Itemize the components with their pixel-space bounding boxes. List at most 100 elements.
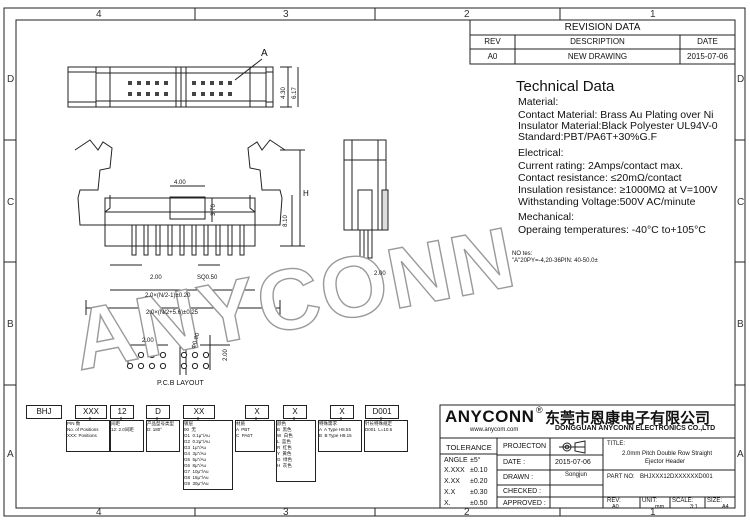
pin-square — [192, 92, 196, 96]
order-caption-pin-length: 针长特殊规定 D001 L=10.5 — [364, 420, 408, 452]
revision-description: NEW DRAWING — [567, 52, 628, 61]
front-pin — [203, 224, 209, 256]
front-pin — [155, 224, 161, 256]
order-caption-pitch: 间距 12: 2.0间距 — [110, 420, 144, 452]
size-label: SIZE: — [707, 498, 723, 504]
scale-label: SCALE: — [672, 498, 694, 504]
pcb-hole — [148, 351, 156, 359]
pin-square — [228, 81, 232, 85]
tech-note: "A"20PY=-4,20-36PIN: 40-50.0± — [512, 258, 598, 264]
pin-square — [219, 81, 223, 85]
zone-top-2: 2 — [464, 9, 470, 20]
zone-left-a: A — [7, 449, 14, 460]
pin-square — [164, 81, 168, 85]
dim-370: 3.70 — [210, 204, 217, 216]
dim-pcb-y: 2.00 — [222, 349, 229, 361]
front-pin — [179, 224, 185, 256]
order-caption-color: 颜色 B 黑色 W 白色 L 蓝色 R 红色 Y 黄色 G 绿色 H 灰色 — [276, 420, 316, 482]
tech-electrical-line: Insulation resistance: ≥1000MΩ at V=100V — [518, 184, 718, 196]
order-code-series: BHJ — [26, 405, 62, 419]
unit-label: UNIT: — [642, 498, 657, 504]
company-name-en: DONGGUAN ANYCONN ELECTRONICS CO.,LTD — [555, 425, 716, 432]
tolerance-row-label: X.XXX — [444, 467, 465, 474]
order-caption-material: 材质 A PBT C PA6T — [235, 420, 275, 452]
unit-value: mm — [655, 504, 665, 510]
zone-top-3: 3 — [283, 9, 289, 20]
rev-label: REV: — [607, 498, 621, 504]
front-pin — [143, 224, 149, 256]
pcb-hole — [159, 362, 167, 370]
date-label: DATE : — [503, 459, 526, 466]
pcb-hole — [126, 362, 134, 370]
zone-bottom-4: 4 — [96, 507, 102, 518]
dim-sq050: SQ0.50 — [197, 275, 218, 281]
order-caption-plating: 镀层 00 无 G1 0.1μ"/Au G2 0.2μ"/Au G3 1μ"/A… — [183, 420, 233, 490]
dim-total: 2.0×(N/2+5.6)±0.25 — [146, 310, 198, 316]
dim-200: 2.00 — [150, 275, 162, 281]
company-website: www.anycom.com — [470, 427, 519, 433]
pin-square — [219, 92, 223, 96]
front-pin — [239, 224, 245, 256]
pcb-hole — [180, 351, 188, 359]
tech-mechanical-heading: Mechanical: — [518, 211, 575, 223]
pin-square — [146, 81, 150, 85]
pcb-hole — [191, 351, 199, 359]
pin-square — [155, 81, 159, 85]
dim-430: 4.30 — [280, 87, 287, 99]
tolerance-row-label: X.X — [444, 489, 456, 496]
approved-label: APPROVED : — [503, 500, 546, 507]
revision-rev: A0 — [487, 52, 498, 61]
top-view — [67, 58, 299, 108]
front-pin — [131, 224, 137, 256]
zone-right-b: B — [737, 319, 744, 330]
zone-left-c: C — [7, 197, 15, 208]
tolerance-label: TOLERANCE — [446, 443, 492, 452]
title-block — [439, 404, 736, 509]
tolerance-row-value: ±0.10 — [470, 467, 488, 474]
pin-square — [210, 92, 214, 96]
tech-electrical-line: Current rating: 2Amps/contact max. — [518, 160, 684, 172]
pin-square — [201, 92, 205, 96]
tech-material-line: Contact Material: Brass Au Plating over … — [518, 109, 714, 121]
front-pin — [167, 224, 173, 256]
pin-square — [210, 81, 214, 85]
tech-electrical-line: Withstanding Voltage:500V AC/minute — [518, 196, 696, 208]
tolerance-row-label: X.XX — [444, 478, 460, 485]
pin-square — [128, 92, 132, 96]
revision-table — [469, 19, 736, 65]
order-code-special: X — [330, 405, 354, 419]
dim-pcb-x: 2.00 — [142, 338, 154, 344]
zone-right-d: D — [737, 74, 745, 85]
revision-title: REVISION DATA — [564, 22, 641, 33]
tech-electrical-line: Contact resistance: ≤20mΩ/contact — [518, 172, 682, 184]
revision-header-rev: REV — [484, 37, 501, 46]
tech-material-heading: Material: — [518, 96, 559, 108]
zone-right-c: C — [737, 197, 745, 208]
zone-bottom-1: 1 — [650, 507, 656, 518]
zone-left-d: D — [7, 74, 15, 85]
tech-note-title: NO tes: — [512, 251, 533, 257]
rev-value: A0 — [612, 504, 619, 510]
scale-value: 3:1 — [690, 504, 698, 510]
checked-label: CHECKED : — [503, 488, 542, 495]
drawn-value: Songjun — [565, 472, 588, 478]
pcb-hole — [137, 351, 145, 359]
pcb-hole — [137, 362, 145, 370]
order-caption-special: 特殊需求 A A Type H8.55 B B Type H9.15 — [318, 420, 362, 452]
tolerance-row-label: X. — [444, 500, 451, 507]
side-view — [343, 139, 389, 269]
angle-label: ANGLE — [444, 457, 468, 464]
order-code-type: D — [146, 405, 170, 419]
pcb-layout-title: P.C.B LAYOUT — [157, 380, 204, 387]
title-value-line2: Ejector Header — [645, 459, 686, 465]
tech-electrical-heading: Electrical: — [518, 147, 564, 159]
pin-square — [201, 81, 205, 85]
drawn-label: DRAWN : — [503, 474, 534, 481]
zone-right-a: A — [737, 449, 744, 460]
front-view — [74, 139, 305, 315]
order-code-material: X — [245, 405, 269, 419]
zone-bottom-2: 2 — [464, 507, 470, 518]
order-code-positions: XXX — [75, 405, 107, 419]
order-code-pin-length: D001 — [365, 405, 399, 419]
